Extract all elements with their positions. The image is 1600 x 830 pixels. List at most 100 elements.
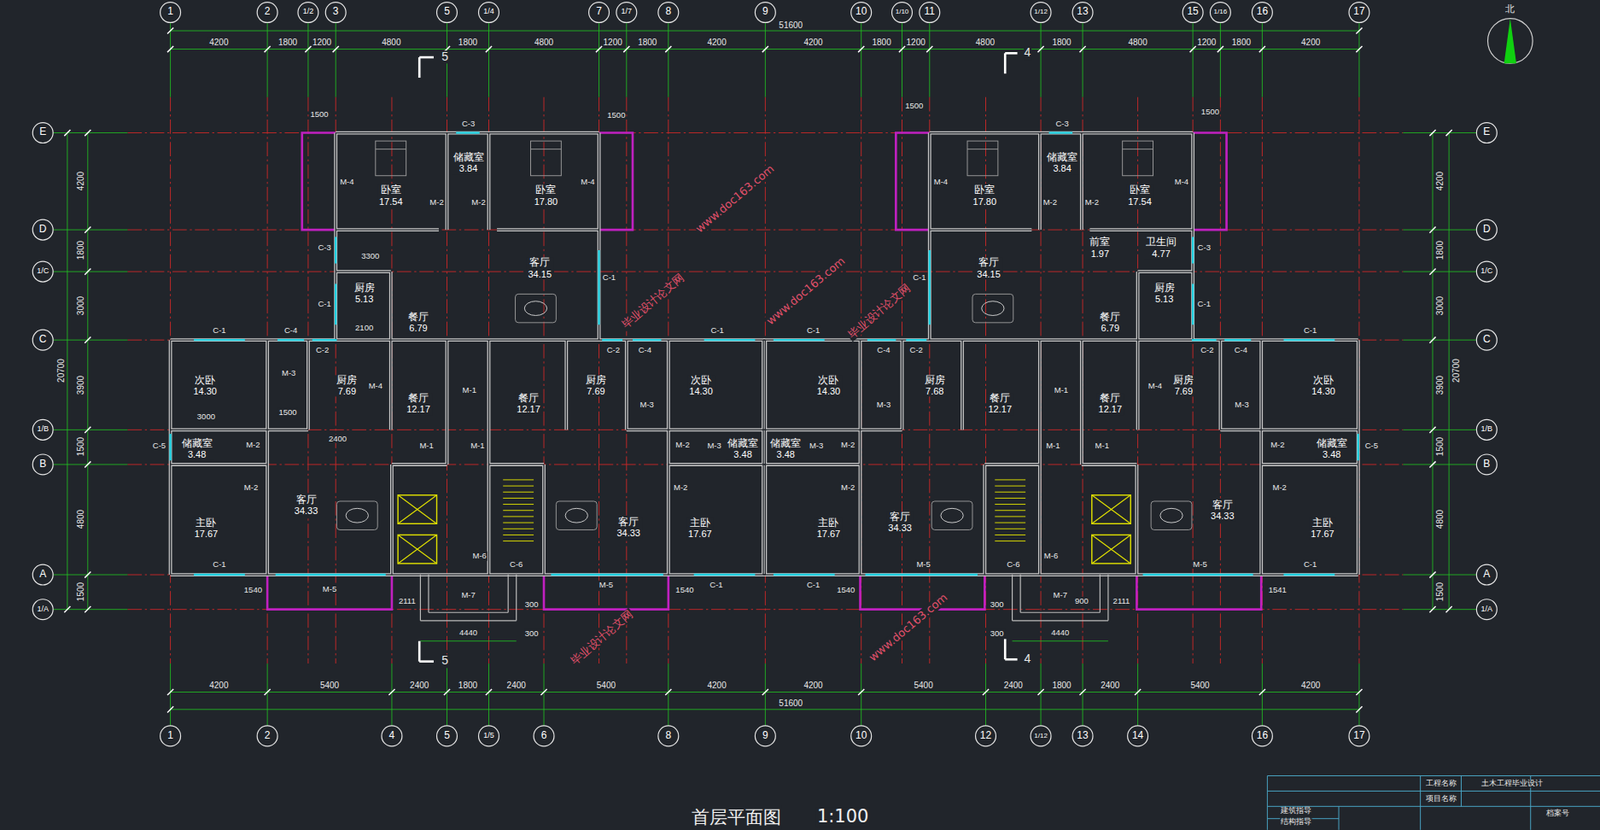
wall-core (1261, 463, 1359, 465)
wall-core (391, 464, 392, 575)
axis-bubble (658, 2, 679, 24)
opening-code: C-5 (1364, 441, 1379, 450)
section-number: 4 (1023, 46, 1033, 59)
axis-bubble (160, 725, 182, 747)
porch-step (428, 612, 509, 614)
axis-line (1261, 663, 1263, 726)
elevator-symbol (397, 495, 1131, 564)
section-mark (418, 57, 421, 78)
axis-bubble (1476, 261, 1497, 282)
wall-core (1220, 429, 1262, 431)
room-label: 次卧14.30 (815, 374, 843, 397)
wall (335, 131, 599, 135)
room-area: 12.17 (1098, 404, 1123, 415)
room-area: 17.80 (534, 196, 559, 207)
sofa (972, 293, 1014, 322)
axis-line (52, 271, 128, 273)
axis-line (1358, 22, 1360, 97)
wall (170, 572, 766, 577)
opening-code: M-2 (1042, 197, 1058, 206)
wall (1356, 339, 1361, 575)
dimension-text: 20700 (55, 357, 65, 384)
room-area: 34.33 (1210, 510, 1235, 521)
dimension-text: 3900 (1435, 373, 1445, 395)
axis-number: 8 (665, 6, 672, 18)
dimension-text: 1800 (1435, 239, 1445, 261)
room-name: 餐厅 (516, 393, 541, 405)
opening-code: C-1 (1302, 326, 1318, 335)
watermark: 毕业设计论文网 (567, 607, 637, 669)
wall (487, 339, 491, 575)
dimension-tick (858, 46, 865, 53)
axis-line (127, 429, 1403, 431)
wall (1136, 339, 1140, 430)
stair-tread (994, 491, 1026, 493)
wall-core (1080, 133, 1082, 231)
dimension-text: 1540 (835, 585, 856, 595)
window (1224, 338, 1251, 341)
dimension-tick (167, 706, 174, 713)
axis-number: 1/B (1481, 425, 1494, 434)
room-label: 储藏室3.48 (768, 437, 803, 460)
wall-core (1137, 271, 1139, 340)
axis-line (1082, 97, 1084, 664)
dimension-tick (1355, 689, 1362, 695)
pillow (530, 148, 561, 150)
opening-code: M-3 (875, 400, 892, 409)
room-label: 储藏室3.48 (1314, 437, 1349, 460)
elevator-car (1091, 534, 1131, 563)
axis-bubble (1348, 725, 1370, 747)
dimension-text: 4200 (802, 37, 824, 47)
elevator-car (397, 534, 437, 563)
wall-core (929, 228, 1033, 230)
window (170, 133, 1359, 576)
room-area: 1.97 (1089, 248, 1110, 259)
wall-core (901, 339, 903, 430)
opening-code: M-2 (243, 483, 259, 492)
pillow (1122, 148, 1154, 150)
room-label: 餐厅6.79 (1097, 311, 1122, 333)
room-area: 3.48 (1316, 449, 1348, 460)
axis-line (1358, 97, 1360, 664)
dimension-tick (858, 689, 865, 695)
title-block-line (1267, 775, 1600, 777)
window (1049, 131, 1073, 134)
dimension-text: 4800 (975, 37, 996, 47)
axis-number: 1/5 (483, 731, 495, 741)
wall-core (335, 133, 337, 341)
dimension-text: 1500 (904, 101, 924, 111)
wall (390, 464, 394, 575)
axis-bubble (256, 2, 278, 24)
room-area: 17.67 (817, 529, 841, 540)
opening-code: M-3 (639, 400, 655, 409)
stair-tread (502, 515, 534, 517)
wall-core (170, 133, 1359, 576)
dimension-text: 900 (1074, 596, 1090, 606)
balcony-outline (860, 574, 986, 610)
opening-code: C-1 (211, 560, 227, 569)
bed (1122, 140, 1154, 176)
room-name: 厨房 (1154, 283, 1175, 295)
window (928, 250, 931, 325)
axis-line (488, 97, 490, 664)
dimension-tick (167, 46, 174, 53)
opening-code: M-7 (1052, 590, 1069, 600)
opening-code: M-3 (808, 441, 824, 450)
wall-core (566, 339, 567, 430)
opening-code: M-1 (418, 441, 434, 450)
axis-number: E (1483, 127, 1490, 139)
dimension-tick (1037, 689, 1044, 695)
wall-core (668, 463, 766, 465)
axis-bubble (658, 725, 679, 747)
stair-tread (502, 534, 534, 536)
wall-core (1138, 270, 1194, 272)
axis-number: 1/B (36, 425, 49, 434)
wall-core (488, 133, 490, 231)
wall (488, 462, 544, 467)
tea-table (981, 301, 1005, 316)
axis-number: 16 (1256, 729, 1268, 742)
stair-tread (994, 528, 1026, 530)
axis-line (1402, 608, 1477, 610)
axis-number: 7 (595, 6, 602, 18)
stair-tread (502, 528, 534, 530)
